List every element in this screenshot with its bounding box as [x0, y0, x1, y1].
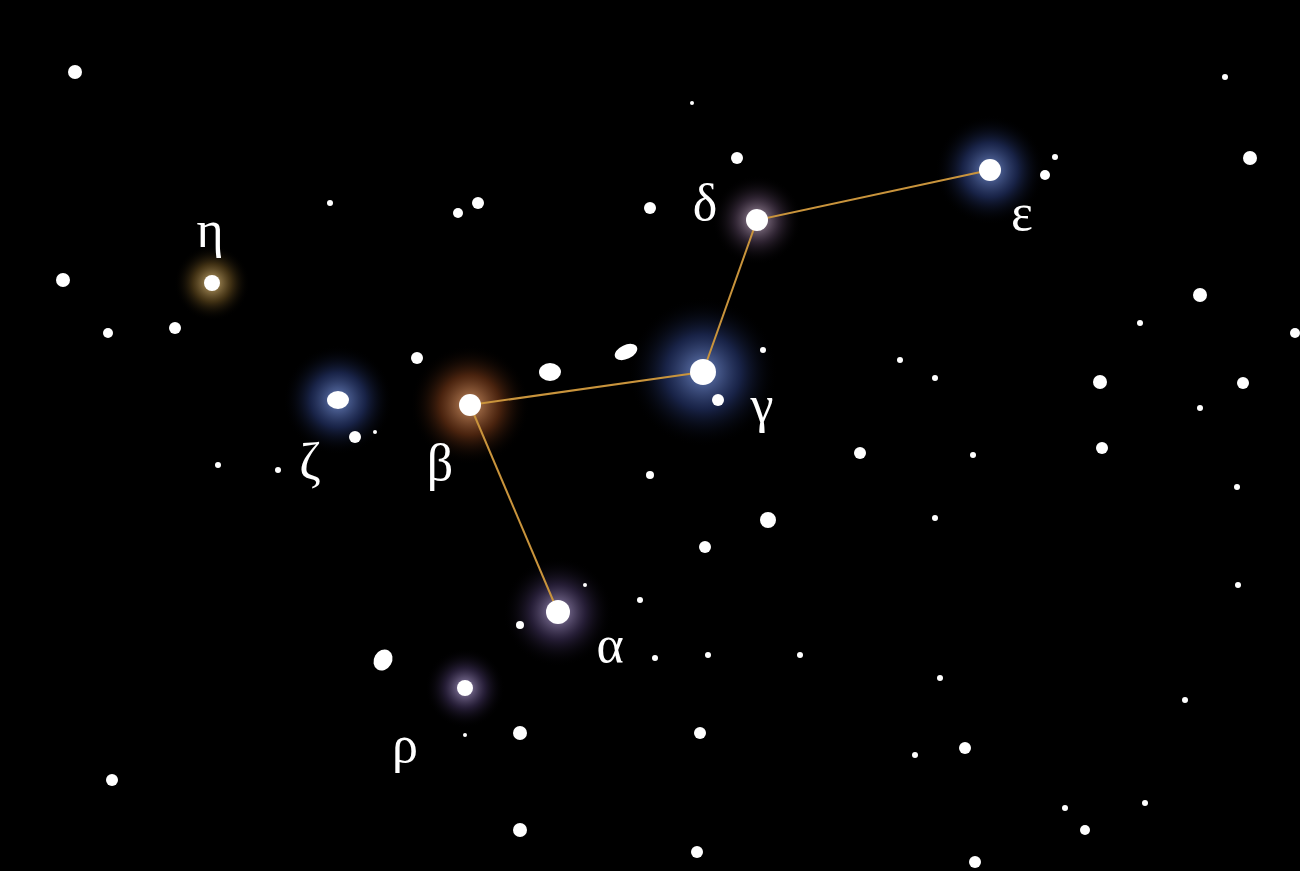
star-label: δ	[693, 177, 718, 229]
star-label: ρ	[392, 719, 418, 771]
star-label: α	[596, 619, 623, 671]
star-label: γ	[751, 379, 774, 431]
star-label: η	[196, 204, 223, 256]
star-label: ε	[1011, 187, 1033, 239]
main-stars	[204, 159, 1001, 696]
background-stars	[56, 65, 1300, 868]
constellation-lines	[470, 170, 990, 612]
star-label: β	[427, 437, 453, 489]
glows	[174, 115, 1045, 728]
star-label: ζ	[299, 436, 321, 488]
